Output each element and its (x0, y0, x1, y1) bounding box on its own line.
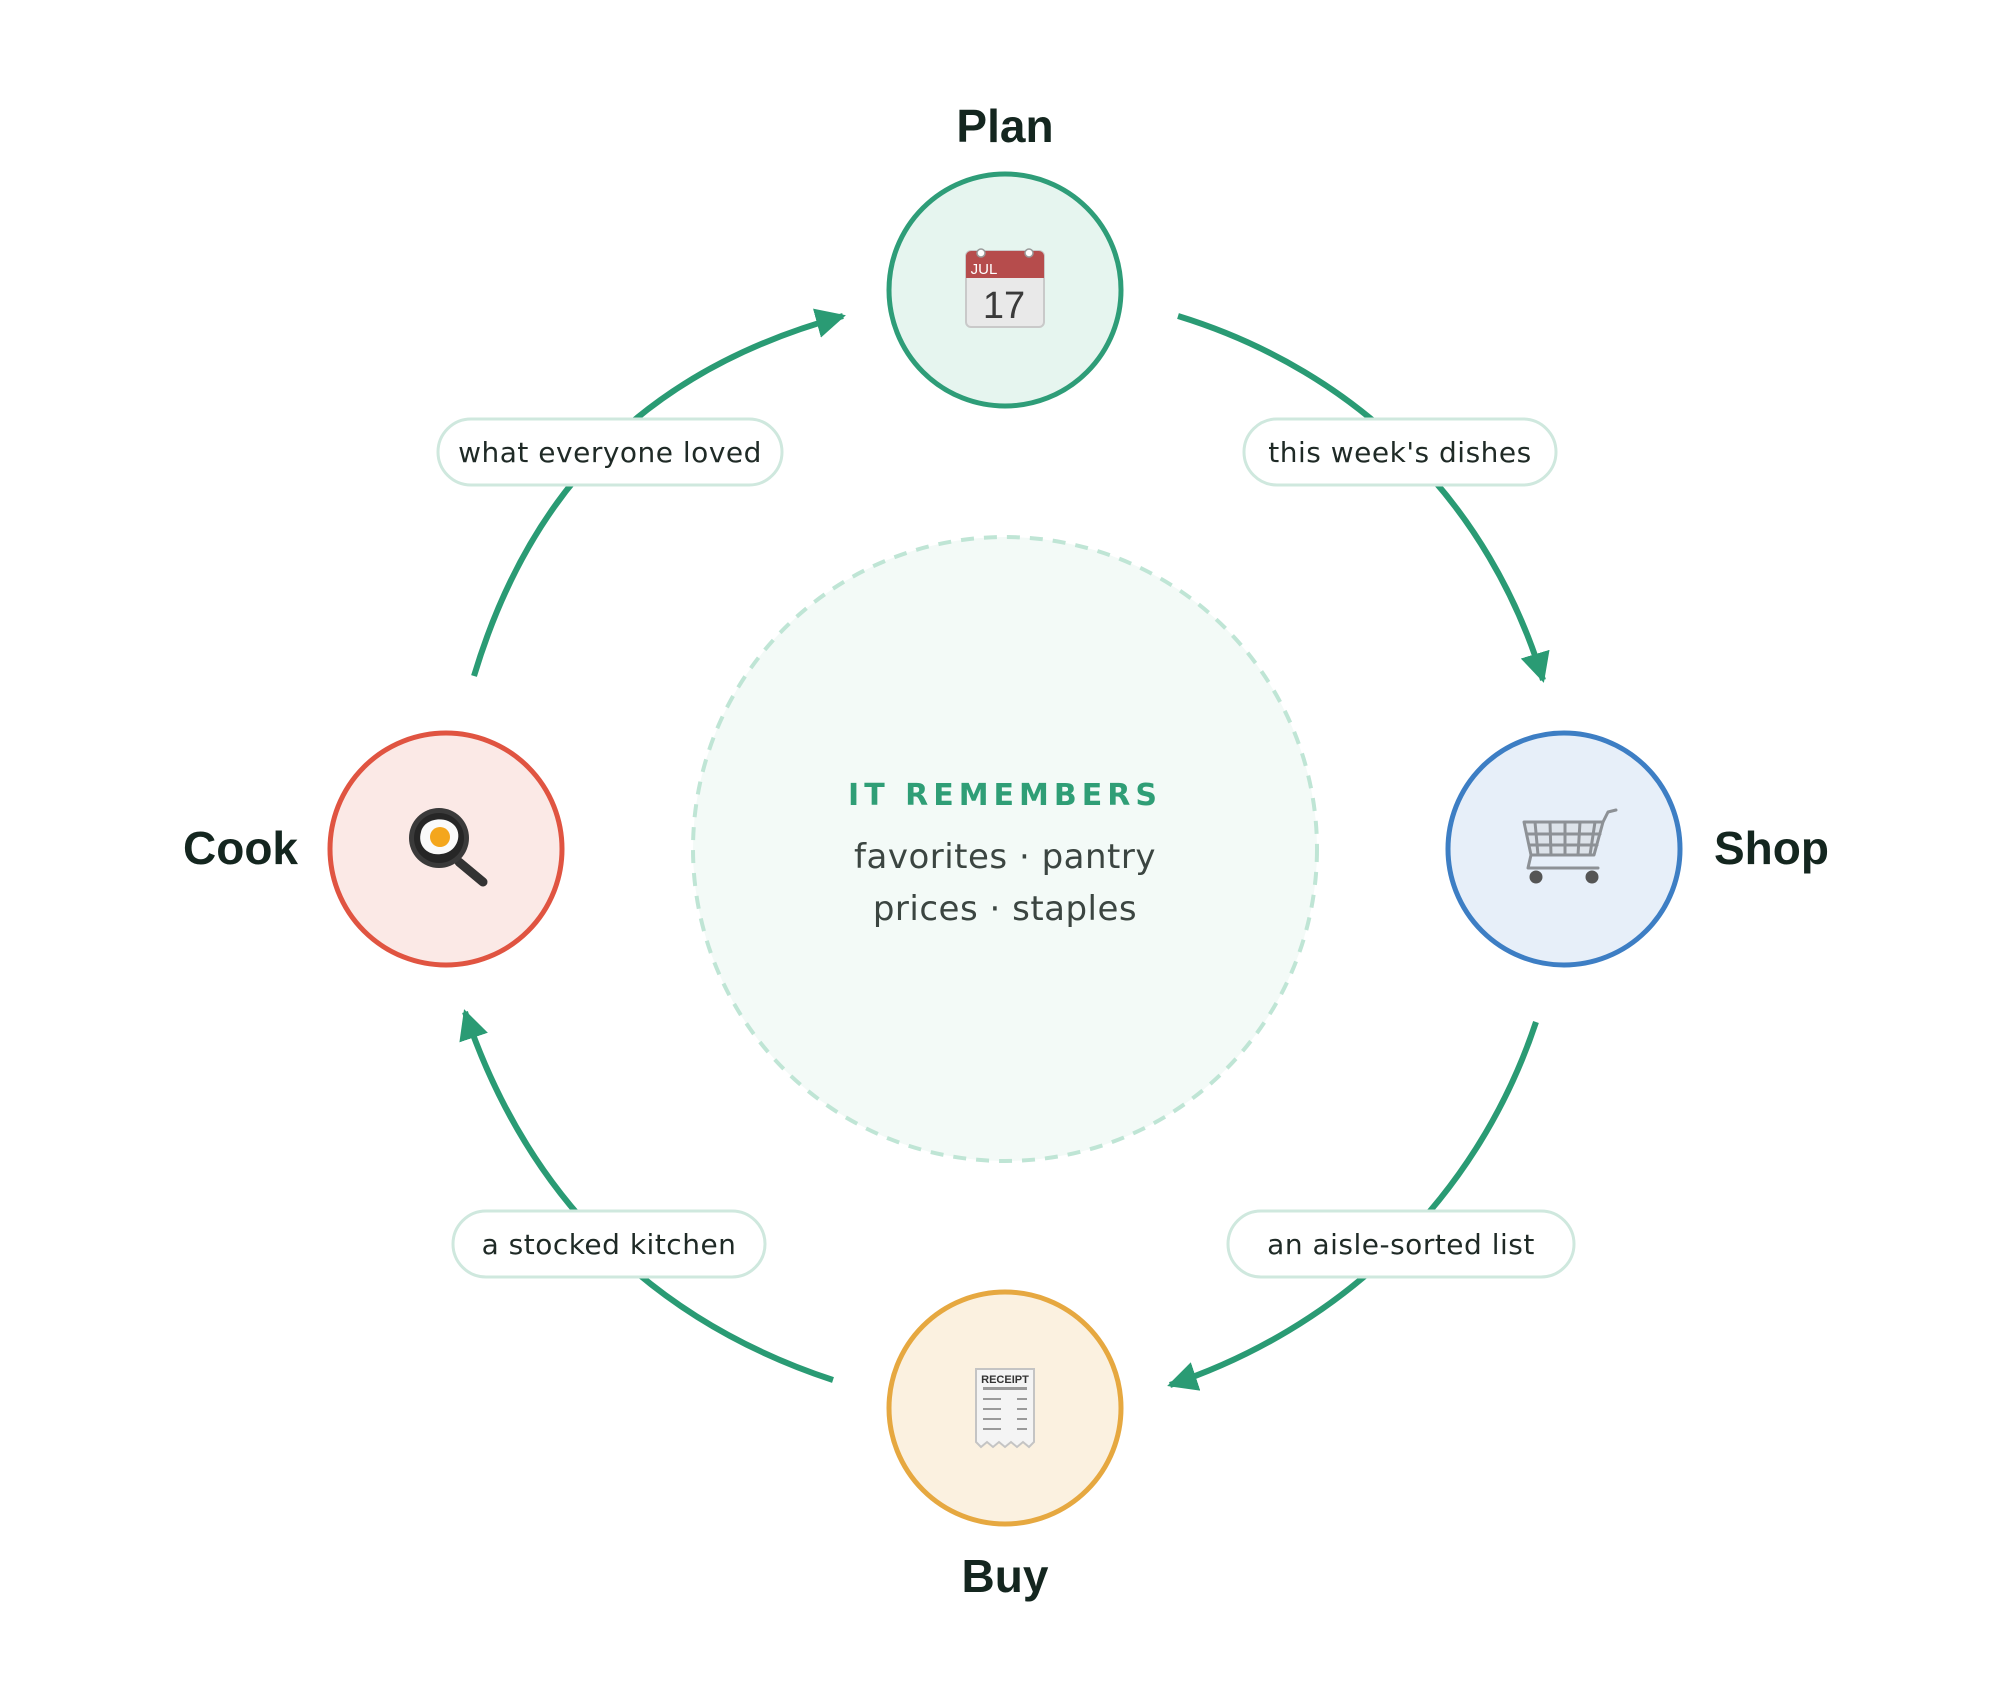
flow-label-buy-to-cook-text: a stocked kitchen (482, 1228, 737, 1261)
memory-line-2: prices · staples (873, 889, 1137, 929)
memory-heading: IT REMEMBERS (848, 778, 1162, 813)
arrow-shop-to-buy (1167, 1021, 1539, 1391)
flow-label-shop-to-buy-text: an aisle-sorted list (1267, 1228, 1535, 1261)
stage-title-shop: Shop (1714, 822, 1829, 874)
arrow-plan-to-shop (1177, 313, 1550, 683)
calendar-icon-day: 17 (983, 285, 1025, 327)
arrow-buy-to-cook (459, 1009, 834, 1383)
receipt-icon-label: RECEIPT (981, 1374, 1029, 1386)
memory-circle (691, 535, 1319, 1163)
flow-label-plan-to-shop-text: this week's dishes (1268, 436, 1531, 469)
flow-label-plan-to-shop: this week's dishes (1242, 417, 1558, 487)
frying-pan-egg-icon (409, 808, 488, 887)
flow-label-cook-to-plan: what everyone loved (436, 417, 784, 487)
memory-line-1: favorites · pantry (854, 837, 1156, 877)
shopping-cart-icon (1522, 808, 1618, 884)
receipt-icon: RECEIPT (975, 1368, 1035, 1449)
stage-title-plan: Plan (956, 100, 1053, 152)
calendar-icon: JUL 17 (965, 248, 1045, 328)
flow-label-shop-to-buy: an aisle-sorted list (1226, 1209, 1576, 1279)
flow-label-buy-to-cook: a stocked kitchen (451, 1209, 767, 1279)
stage-title-cook: Cook (183, 822, 298, 874)
calendar-icon-month: JUL (971, 261, 998, 278)
arrow-cook-to-plan (471, 308, 846, 677)
stage-title-buy: Buy (962, 1550, 1049, 1602)
flow-label-cook-to-plan-text: what everyone loved (458, 436, 762, 469)
